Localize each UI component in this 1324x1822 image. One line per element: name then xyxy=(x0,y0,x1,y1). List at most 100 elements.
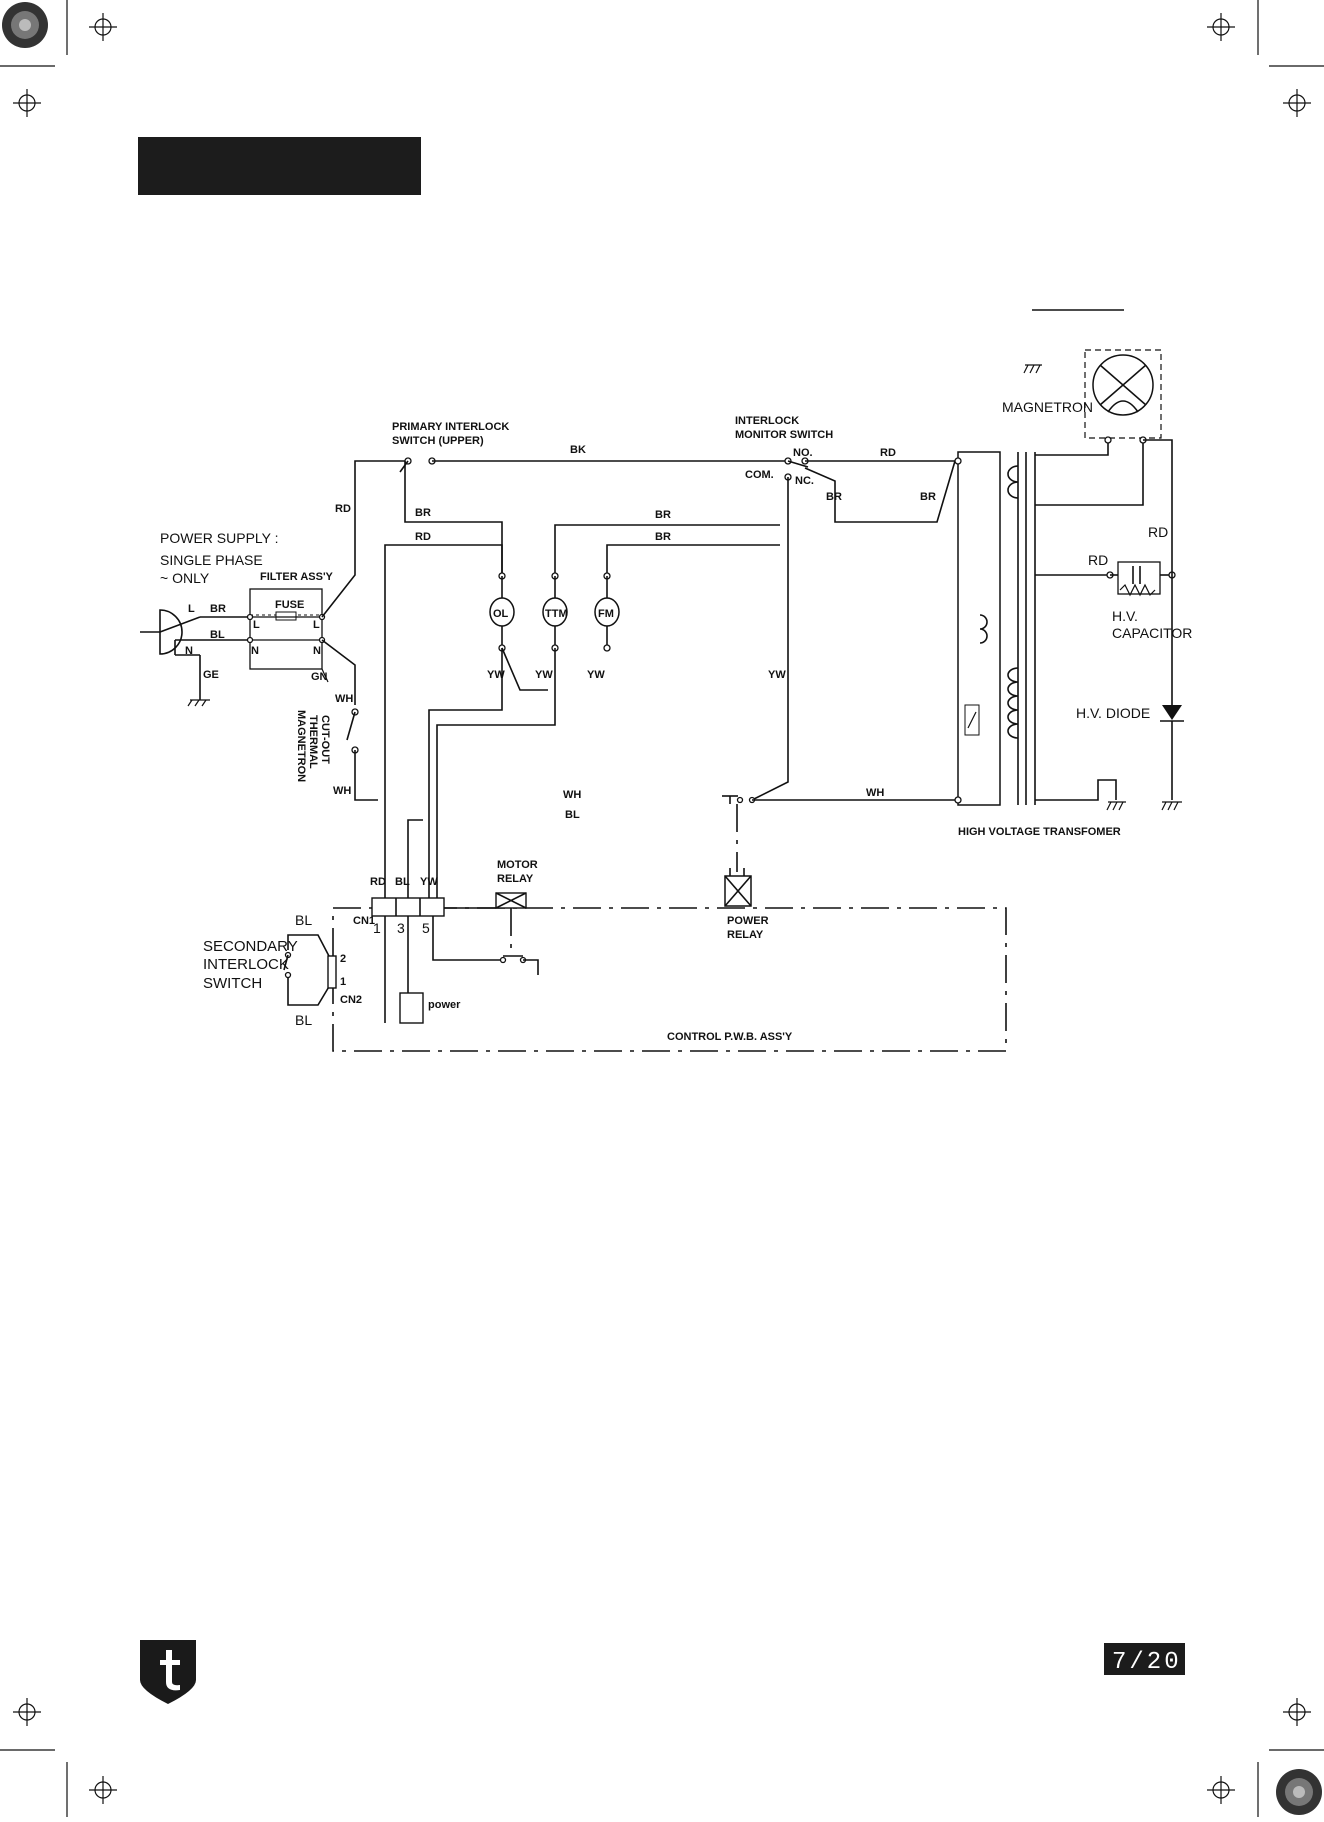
hv-transformer: HIGH VOLTAGE TRANSFOMER xyxy=(954,440,1144,838)
motor-relay-sub-label: RELAY xyxy=(497,873,534,885)
wire-label-yw: YW xyxy=(420,876,438,888)
control-board: CONTROL P.W.B. ASS'Y CN1 1 3 5 RD BL YW … xyxy=(203,859,1007,1052)
power-block-label: power xyxy=(428,999,461,1011)
secondary-interlock-sub-label: INTERLOCK xyxy=(203,956,289,973)
main-wiring: RD PRIMARY INTERLOCK SWITCH (UPPER) BK I… xyxy=(295,415,958,941)
secondary-interlock-label: SECONDARY xyxy=(203,938,298,955)
pin-n-label: N xyxy=(185,645,193,657)
power-block xyxy=(399,992,424,1024)
motor-relay-icon xyxy=(495,892,527,909)
corner-starburst-icon xyxy=(2,2,48,48)
primary-interlock-sub-label: SWITCH (UPPER) xyxy=(392,435,484,447)
wire-label-wh: WH xyxy=(333,785,351,797)
wire-label-rd: RD xyxy=(1148,524,1168,540)
interlock-monitor-sub-label: MONITOR SWITCH xyxy=(735,429,833,441)
corner-starburst-icon xyxy=(1276,1769,1322,1815)
wire-label-bl: BL xyxy=(210,629,225,641)
crosshair-icon xyxy=(1283,89,1311,117)
com-label: COM. xyxy=(745,469,774,481)
power-relay-sub-label: RELAY xyxy=(727,929,764,941)
ground-icon xyxy=(1161,801,1182,811)
wire-label-rd: RD xyxy=(370,876,386,888)
wire-label-br: BR xyxy=(826,491,842,503)
wire-label-yw: YW xyxy=(487,669,505,681)
hv-capacitor-diode: RD RD H.V. CAPACITOR H.V. DIODE xyxy=(1076,439,1192,811)
power-supply-label: POWER SUPPLY : xyxy=(160,530,279,546)
wire-label-br: BR xyxy=(415,507,431,519)
ground-icon xyxy=(1023,364,1042,374)
wire-label-rd: RD xyxy=(880,447,896,459)
magnetron-label: MAGNETRON xyxy=(1002,399,1093,415)
wire-label-wh: WH xyxy=(563,789,581,801)
cn1-connector xyxy=(371,897,445,917)
control-pwb-label: CONTROL P.W.B. ASS'Y xyxy=(667,1031,793,1043)
fm-label: FM xyxy=(598,608,614,620)
phase-only-label: ~ ONLY xyxy=(160,570,210,586)
cn1-pin-1: 1 xyxy=(373,920,381,936)
wire-label-bl: BL xyxy=(295,912,312,928)
wire-label-bl: BL xyxy=(395,876,410,888)
fuse-label: FUSE xyxy=(275,599,304,611)
crosshair-icon xyxy=(1207,1776,1235,1804)
hv-transformer-label: HIGH VOLTAGE TRANSFOMER xyxy=(958,826,1121,838)
thermal-cutout-label: MAGNETRON xyxy=(295,710,307,782)
ge-label: GE xyxy=(203,669,219,681)
wire-label-rd: RD xyxy=(335,503,351,515)
wire-label-yw: YW xyxy=(768,669,786,681)
wire-label-bl: BL xyxy=(295,1012,312,1028)
pin-l-label: L xyxy=(188,603,195,615)
filter-label: FILTER ASS'Y xyxy=(260,571,334,583)
hv-capacitor-label: H.V. xyxy=(1112,608,1138,624)
page-number-badge xyxy=(1104,1643,1185,1675)
motor-relay-label: MOTOR xyxy=(497,859,538,871)
header-block xyxy=(138,137,421,195)
wire-label-yw: YW xyxy=(587,669,605,681)
cn1-pin-3: 3 xyxy=(397,920,405,936)
cn2-label: CN2 xyxy=(340,994,362,1006)
crosshair-icon xyxy=(1207,13,1235,41)
power-supply-block: POWER SUPPLY : SINGLE PHASE ~ ONLY L N G… xyxy=(140,530,334,707)
hv-diode-icon xyxy=(1162,705,1182,720)
ttm-label: TTM xyxy=(545,608,568,620)
wire-label-rd: RD xyxy=(1088,552,1108,568)
wire-label-yw: YW xyxy=(535,669,553,681)
cn1-pin-5: 5 xyxy=(422,920,430,936)
cn2-connector xyxy=(327,955,337,989)
wire-label-wh: WH xyxy=(335,693,353,705)
magnetron: MAGNETRON xyxy=(1002,349,1162,444)
wire-label-br: BR xyxy=(920,491,936,503)
wire-label-bl: BL xyxy=(565,809,580,821)
cn1-label: CN1 xyxy=(353,915,375,927)
wire-label-br: BR xyxy=(655,509,671,521)
cn2-pin-1: 1 xyxy=(340,976,346,988)
page-number: 7/20 xyxy=(1112,1649,1182,1676)
cn2-pin-2: 2 xyxy=(340,953,346,965)
filter-l-out: L xyxy=(313,619,320,631)
filter-n-out: N xyxy=(313,645,321,657)
interlock-monitor-label: INTERLOCK xyxy=(735,415,799,427)
plug-icon xyxy=(159,609,183,655)
power-relay-icon xyxy=(724,868,752,907)
single-phase-label: SINGLE PHASE xyxy=(160,552,263,568)
ground-icon xyxy=(1106,801,1126,811)
crosshair-icon xyxy=(89,13,117,41)
primary-interlock-label: PRIMARY INTERLOCK xyxy=(392,421,509,433)
wire-label-rd: RD xyxy=(415,531,431,543)
brand-logo xyxy=(140,1640,196,1704)
wire-label-bk: BK xyxy=(570,444,586,456)
wire-label-br: BR xyxy=(655,531,671,543)
crosshair-icon xyxy=(1283,1698,1311,1726)
secondary-interlock-sub-label-2: SWITCH xyxy=(203,975,262,992)
filter-n-in: N xyxy=(251,645,259,657)
gn-label: GN xyxy=(311,671,328,683)
thermal-cutout-sub-label-2: CUT-OUT xyxy=(319,715,331,764)
hv-capacitor-sub-label: CAPACITOR xyxy=(1112,625,1192,641)
hv-capacitor-icon xyxy=(1117,561,1161,595)
wire-label-br: BR xyxy=(210,603,226,615)
crosshair-icon xyxy=(89,1776,117,1804)
hv-diode-label: H.V. DIODE xyxy=(1076,705,1150,721)
no-label: NO. xyxy=(793,447,813,459)
